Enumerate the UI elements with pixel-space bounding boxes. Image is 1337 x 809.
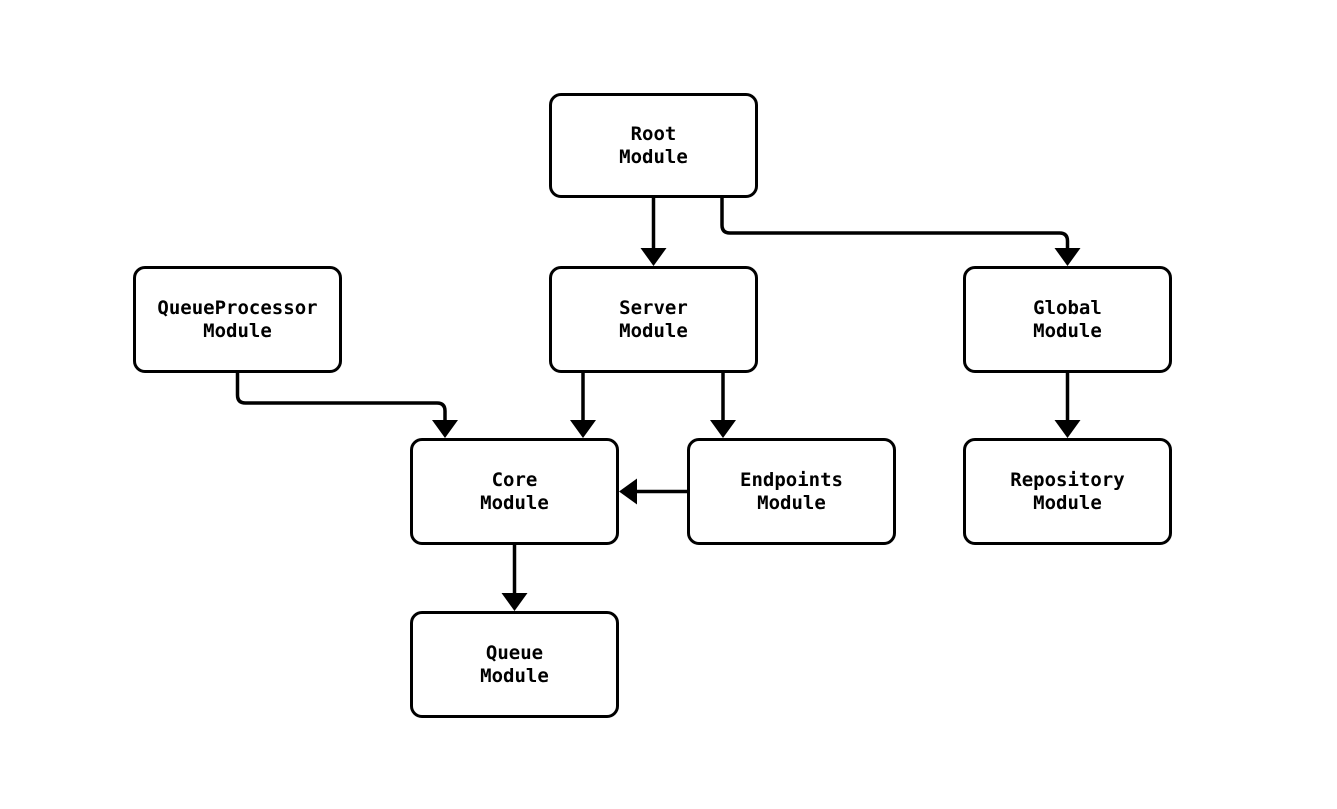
node-label-line: Global [1033, 296, 1102, 319]
edge-root-to-server [640, 197, 667, 266]
node-label-line: Module [480, 491, 549, 514]
node-server-module: Server Module [549, 266, 758, 373]
node-global-module: Global Module [963, 266, 1172, 373]
node-root-module: Root Module [549, 93, 758, 198]
node-label-line: Server [619, 296, 688, 319]
node-repository-module: Repository Module [963, 438, 1172, 545]
node-core-module: Core Module [410, 438, 619, 545]
node-label-line: Module [1033, 491, 1102, 514]
node-label-line: Module [203, 319, 272, 342]
edge-root-to-global [720, 197, 1081, 266]
node-queueprocessor-module: QueueProcessor Module [133, 266, 342, 373]
node-label-line: Core [491, 468, 538, 491]
edge-server-to-core [570, 373, 596, 438]
node-endpoints-module: Endpoints Module [687, 438, 896, 545]
edge-server-to-endpoints [710, 373, 736, 438]
node-queue-module: Queue Module [410, 611, 619, 718]
node-label-line: Root [630, 122, 677, 145]
edge-core-to-queue [501, 545, 528, 611]
node-label-line: Queue [485, 641, 544, 664]
edge-queueprocessor-to-core [235, 373, 458, 438]
node-label-line: Module [757, 491, 826, 514]
node-label-line: QueueProcessor [157, 296, 318, 319]
node-label-line: Module [619, 145, 688, 168]
node-label-line: Module [1033, 319, 1102, 342]
node-label-line: Repository [1010, 468, 1125, 491]
edge-global-to-repository [1054, 373, 1081, 438]
node-label-line: Module [619, 319, 688, 342]
node-label-line: Module [480, 664, 549, 687]
edge-endpoints-to-core [619, 478, 687, 505]
node-label-line: Endpoints [740, 468, 843, 491]
